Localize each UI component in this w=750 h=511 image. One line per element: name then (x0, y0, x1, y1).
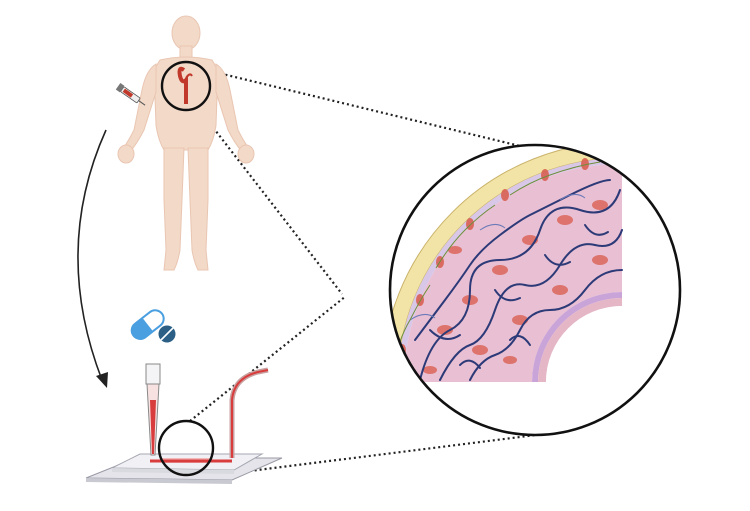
neck (179, 45, 193, 59)
arrowhead-icon (96, 372, 108, 388)
lumen-wall-layer (538, 298, 622, 382)
left-leg (163, 147, 185, 271)
connector-line-top (205, 68, 521, 148)
lumen (546, 306, 622, 382)
artery-icon (177, 66, 188, 104)
human-body (117, 15, 255, 271)
connector-lines (189, 68, 537, 478)
media-cells (423, 200, 608, 374)
capillary-accents (409, 194, 586, 321)
pipette-tip-icon (145, 363, 161, 456)
head (171, 15, 201, 51)
connector-line-chip-top (189, 295, 347, 422)
right-arm (215, 63, 251, 153)
right-hand (237, 144, 255, 164)
workflow-arrow (77, 129, 108, 388)
left-hand (117, 144, 135, 164)
workflow-arrow-curve (77, 129, 107, 381)
connector-line-body-bottom (197, 107, 343, 295)
chest-zoom-circle (160, 60, 212, 112)
vessel-cross-section (388, 143, 682, 437)
right-leg (187, 147, 209, 271)
syringe-icon (115, 82, 146, 106)
tablet-icon (158, 325, 176, 343)
microfluidic-chip (85, 363, 283, 484)
left-arm (121, 63, 157, 153)
intima-layer (532, 292, 622, 382)
vessel-zoom-circle (388, 143, 682, 437)
chip-zoom-circle (157, 419, 215, 477)
capsule-icon (130, 309, 165, 340)
